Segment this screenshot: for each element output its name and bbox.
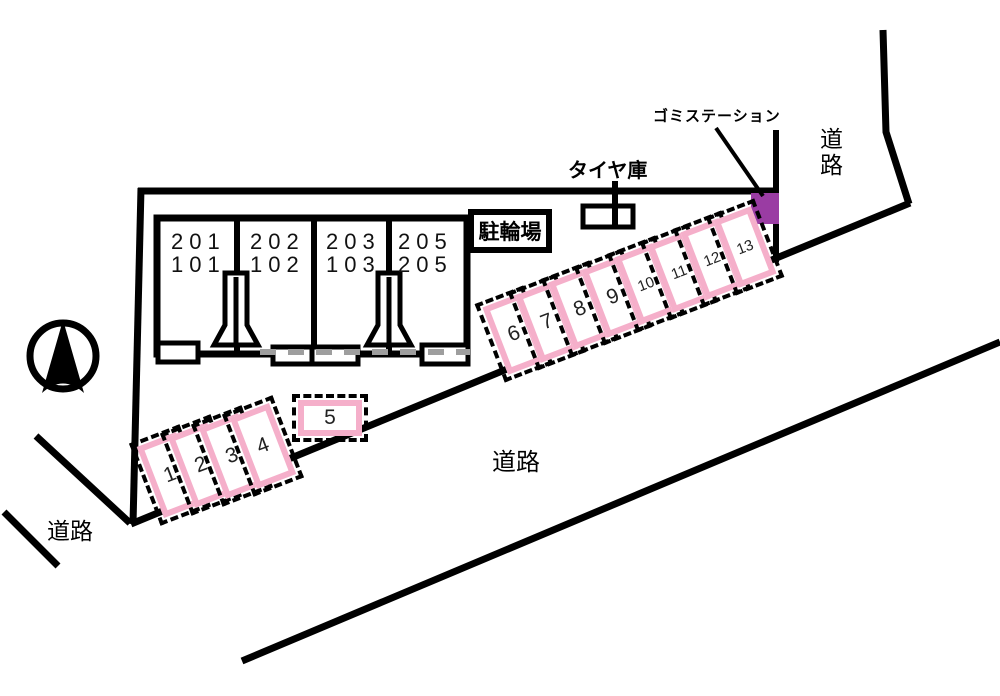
garbage-station-label: ゴミステーション	[653, 108, 781, 125]
boundary-right-line	[879, 29, 913, 206]
garbage-station-pointer-line	[714, 126, 765, 198]
bicycle-parking-box: 駐輪場	[468, 209, 552, 253]
road-lower-edge-diagonal	[240, 338, 1000, 665]
unit-label-1: 201 101	[171, 230, 226, 276]
road-label-bottom-left: 道路	[47, 518, 93, 544]
unit-2-upper: 202	[250, 229, 305, 254]
parking-space-5-area: 5	[298, 400, 362, 436]
boundary-left-line	[129, 187, 145, 525]
unit-2-lower: 102	[250, 252, 305, 277]
tire-storage-box	[580, 203, 636, 230]
unit-label-2: 202 102	[250, 230, 305, 276]
road-label-middle: 道路	[492, 449, 540, 476]
road-label-top-right: 道路	[820, 126, 843, 178]
unit-3-lower: 103	[326, 252, 381, 277]
road-bottomleft-line-b	[1, 509, 61, 569]
parking-space-4-number: 4	[253, 432, 273, 459]
tire-storage-label: タイヤ庫	[568, 160, 648, 182]
unit-1-lower: 101	[171, 252, 226, 277]
unit-label-4: 205 205	[398, 230, 453, 276]
unit-label-3: 203 103	[326, 230, 381, 276]
unit-4-lower: 205	[398, 252, 453, 277]
parking-space-13-number: 13	[734, 236, 756, 258]
bicycle-parking-label: 駐輪場	[478, 221, 542, 244]
unit-3-upper: 203	[326, 229, 381, 254]
unit-4-upper: 205	[398, 229, 453, 254]
building-step-left	[155, 340, 201, 365]
parking-space-5: 5	[292, 394, 368, 442]
road-bottomleft-line-a	[33, 433, 133, 526]
north-arrow-icon	[26, 319, 100, 393]
parking-space-5-number: 5	[324, 406, 336, 429]
unit-1-upper: 201	[171, 229, 226, 254]
